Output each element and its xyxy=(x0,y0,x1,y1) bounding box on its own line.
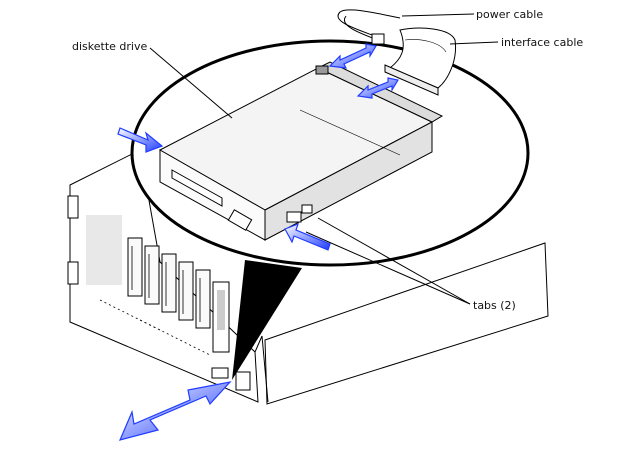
drive-carrier xyxy=(161,253,177,313)
diskette-drive xyxy=(158,61,444,241)
disk-slot xyxy=(171,169,223,207)
motion-arrows xyxy=(117,43,399,441)
insert-arrow xyxy=(117,127,164,153)
interface-cable-leader xyxy=(449,41,499,45)
tab-arrow xyxy=(284,222,331,251)
diskette-drive-label: diskette drive xyxy=(72,40,148,53)
mounting-tab xyxy=(301,204,313,214)
interface-cable xyxy=(384,27,457,96)
power-cable xyxy=(337,9,401,45)
chassis-stipple xyxy=(86,215,122,285)
mounting-tab xyxy=(286,211,302,223)
drive-bay-carriers xyxy=(127,237,211,329)
ribbon xyxy=(389,27,457,89)
drive-carrier xyxy=(127,237,143,297)
server-chassis xyxy=(67,149,549,405)
cover-arrow xyxy=(118,381,232,441)
ribbon-connector xyxy=(384,64,439,96)
leader-lines xyxy=(149,13,499,305)
drive-carrier xyxy=(178,261,194,321)
zoom-lead-wedge xyxy=(232,260,302,380)
power-cable-arrow xyxy=(328,43,377,69)
drive-connector xyxy=(315,65,329,75)
power-connector xyxy=(371,33,385,45)
power-cable-leader xyxy=(401,13,475,17)
chassis-latch-bottom xyxy=(67,261,79,285)
bottom-latch xyxy=(211,367,229,379)
interface-cable-label: interface cable xyxy=(501,36,584,49)
tabs-leader xyxy=(305,231,471,305)
diskette-drive-leader xyxy=(149,47,233,119)
power-cable-label: power cable xyxy=(476,8,544,21)
drive-rear-rail xyxy=(316,61,444,123)
drive-carrier xyxy=(195,269,211,329)
drive-carrier xyxy=(144,245,160,305)
chassis-side-panel xyxy=(264,242,549,405)
bottom-release xyxy=(235,371,251,391)
tabs-leader xyxy=(317,217,471,305)
tabs-label: tabs (2) xyxy=(473,299,516,312)
lower-bay-slot xyxy=(217,290,225,330)
interface-cable-arrow xyxy=(356,77,399,99)
eject-button xyxy=(227,209,253,231)
chassis-edge xyxy=(254,335,269,403)
chassis-latch-top xyxy=(67,195,79,219)
